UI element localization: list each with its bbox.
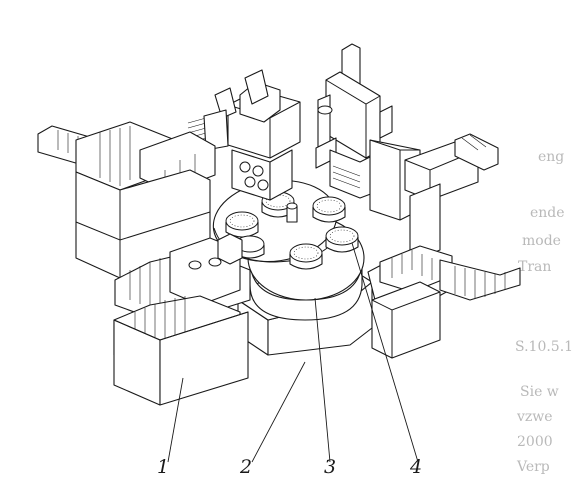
work-holder xyxy=(225,211,259,238)
callout-label-4: 4 xyxy=(410,456,423,478)
callout-label-2: 2 xyxy=(240,456,253,478)
background-text-line: Sie w xyxy=(520,384,559,400)
background-text-line: mode xyxy=(522,233,561,249)
background-text-line: S.10.5.1 xyxy=(515,339,574,355)
background-text-line: Verp xyxy=(517,459,550,475)
work-holder xyxy=(312,196,346,223)
callout-label-3: 3 xyxy=(324,456,337,478)
leader-line-3 xyxy=(314,297,331,463)
rear-right-vertical-column xyxy=(315,43,421,221)
work-holder xyxy=(325,226,359,253)
background-text-line: ende xyxy=(530,205,565,221)
background-text-line: Tran xyxy=(518,259,552,275)
background-text-line: vzwe xyxy=(517,409,553,425)
rear-left-machining-head xyxy=(187,69,301,201)
leader-line-4 xyxy=(351,242,419,463)
background-text-line: 2000 xyxy=(517,434,553,450)
right-machining-unit xyxy=(404,133,499,263)
right-front-horizontal-unit xyxy=(367,245,521,359)
leader-line-1 xyxy=(167,377,184,463)
callout-label-1: 1 xyxy=(157,456,170,478)
leader-line-2 xyxy=(251,361,306,463)
callout-leader-lines xyxy=(167,242,419,463)
work-holder xyxy=(289,243,323,270)
background-text-line: eng xyxy=(538,149,565,165)
